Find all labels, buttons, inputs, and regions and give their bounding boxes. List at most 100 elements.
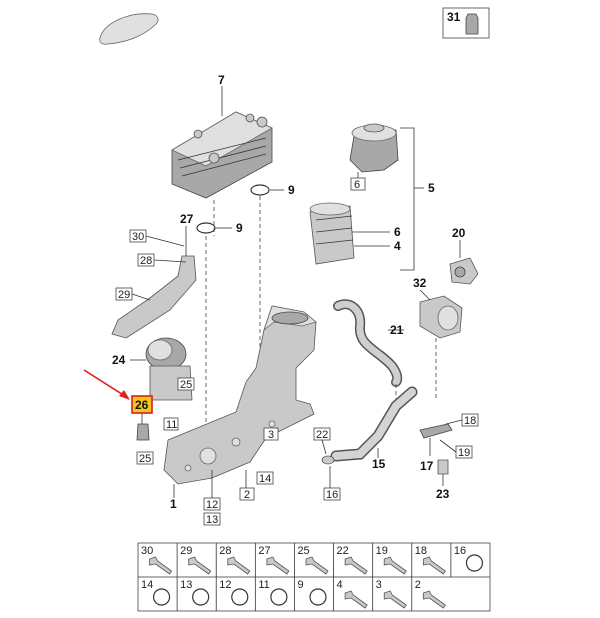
bolt-glyph <box>383 590 407 609</box>
bolt-glyph <box>422 590 446 609</box>
part-3-label: 3 <box>268 429 274 441</box>
part-9-upper-label: 9 <box>288 183 295 197</box>
o-ring-glyph <box>192 588 210 606</box>
mounting-bracket <box>111 255 197 339</box>
bolt-glyph <box>383 556 407 575</box>
part-14-label: 14 <box>259 473 271 485</box>
legend-cell-label: 4 <box>337 579 343 591</box>
part-18-box <box>461 413 479 427</box>
legend-cell-label: 11 <box>258 579 269 591</box>
part-19-label: 19 <box>458 447 470 459</box>
part-21-label: 21 <box>390 323 404 337</box>
part-9-lower-label: 9 <box>236 221 243 235</box>
part-20-component <box>449 257 479 285</box>
part-3-box <box>263 427 279 441</box>
part-16-box <box>323 487 341 501</box>
part-20-label: 20 <box>452 226 466 240</box>
part-1-label: 1 <box>170 497 177 511</box>
part-6-box-label: 6 <box>354 179 360 191</box>
bolt-glyph <box>305 556 329 575</box>
part-25-lower-label: 25 <box>139 453 151 465</box>
legend-cell-label: 19 <box>376 545 388 557</box>
pointer-arrow-head <box>119 390 130 400</box>
part-7-label: 7 <box>218 73 225 87</box>
part-28-label: 28 <box>140 255 152 267</box>
part-16-label: 16 <box>326 489 338 501</box>
oil-filter-cap <box>349 123 399 173</box>
bolt-glyph <box>344 590 368 609</box>
part-22-label: 22 <box>316 429 328 441</box>
legend-cell-label: 16 <box>454 545 466 557</box>
part-29-label: 29 <box>118 289 130 301</box>
part-11-label: 11 <box>166 419 177 431</box>
part-6-box <box>350 177 366 191</box>
part-25-upper-label: 25 <box>180 379 192 391</box>
part-5-label: 5 <box>428 181 435 195</box>
part-2-box <box>239 487 255 501</box>
part-4-label: 4 <box>394 239 401 253</box>
part-30-label: 30 <box>132 231 144 243</box>
legend-row-1: 30 29 28 27 25 22 19 18 16 <box>141 543 484 577</box>
part-22-fastener <box>321 455 335 465</box>
clip-part-17 <box>419 423 453 439</box>
legend-cell-label: 22 <box>337 545 349 557</box>
part-23-label: 23 <box>436 487 450 501</box>
bolt-glyph <box>266 556 290 575</box>
pointer-arrow <box>83 369 129 399</box>
legend-cell-label: 25 <box>297 545 309 557</box>
part-23-component <box>437 459 449 475</box>
part-17-label: 17 <box>420 459 434 473</box>
legend-cell-label: 3 <box>376 579 382 591</box>
bolt-glyph <box>149 556 173 575</box>
legend-cell-label: 28 <box>219 545 231 557</box>
o-ring-glyph <box>231 588 249 606</box>
part-32-label: 32 <box>413 276 427 290</box>
part-27-label: 27 <box>180 212 194 226</box>
o-ring-glyph <box>152 588 171 606</box>
oil-cooler <box>171 111 273 199</box>
legend-cell-label: 13 <box>180 579 192 591</box>
o-ring-9-lower <box>196 222 216 234</box>
oil-bottle-icon <box>465 13 479 35</box>
legend-cell-label: 30 <box>141 545 153 557</box>
part-13-box <box>203 512 221 526</box>
sensor-part-26 <box>136 423 150 441</box>
legend-cell-label: 2 <box>415 579 421 591</box>
oil-filter-housing <box>163 305 317 485</box>
part-24-label: 24 <box>112 353 126 367</box>
legend-row-2: 14 13 12 11 9 4 3 2 <box>141 577 446 611</box>
part-18-label: 18 <box>464 415 476 427</box>
part-12-box <box>203 497 221 511</box>
o-ring-glyph <box>309 588 327 606</box>
part-15-label: 15 <box>372 457 386 471</box>
part-25-box-lower <box>136 451 154 465</box>
valve-part-32 <box>419 295 463 339</box>
vehicle-icon <box>99 13 159 45</box>
part-11-box <box>163 417 179 431</box>
bolt-glyph <box>188 556 212 575</box>
legend-cell-label: 12 <box>219 579 231 591</box>
part-26-label: 26 <box>135 398 149 412</box>
part-2-label: 2 <box>244 489 250 501</box>
legend-cell-label: 18 <box>415 545 427 557</box>
bolt-glyph <box>422 556 446 575</box>
sensor-housing <box>145 337 193 401</box>
part-6-label: 6 <box>394 225 401 239</box>
o-ring-glyph <box>270 588 288 606</box>
part-14-box <box>256 471 274 485</box>
legend-cell-label: 29 <box>180 545 192 557</box>
part-25-box-upper <box>177 377 195 391</box>
o-ring-glyph <box>465 554 484 572</box>
oil-filter-element <box>309 202 355 265</box>
bolt-glyph <box>227 556 251 575</box>
bolt-glyph <box>344 556 368 575</box>
legend-cell-label: 27 <box>258 545 270 557</box>
part-13-label: 13 <box>206 514 218 526</box>
part-19-box <box>455 445 473 459</box>
legend-cell-label: 9 <box>297 579 303 591</box>
part-12-label: 12 <box>206 499 218 511</box>
part-31-label: 31 <box>447 10 461 24</box>
o-ring-9-upper <box>250 184 270 196</box>
legend-cell-label: 14 <box>141 579 153 591</box>
